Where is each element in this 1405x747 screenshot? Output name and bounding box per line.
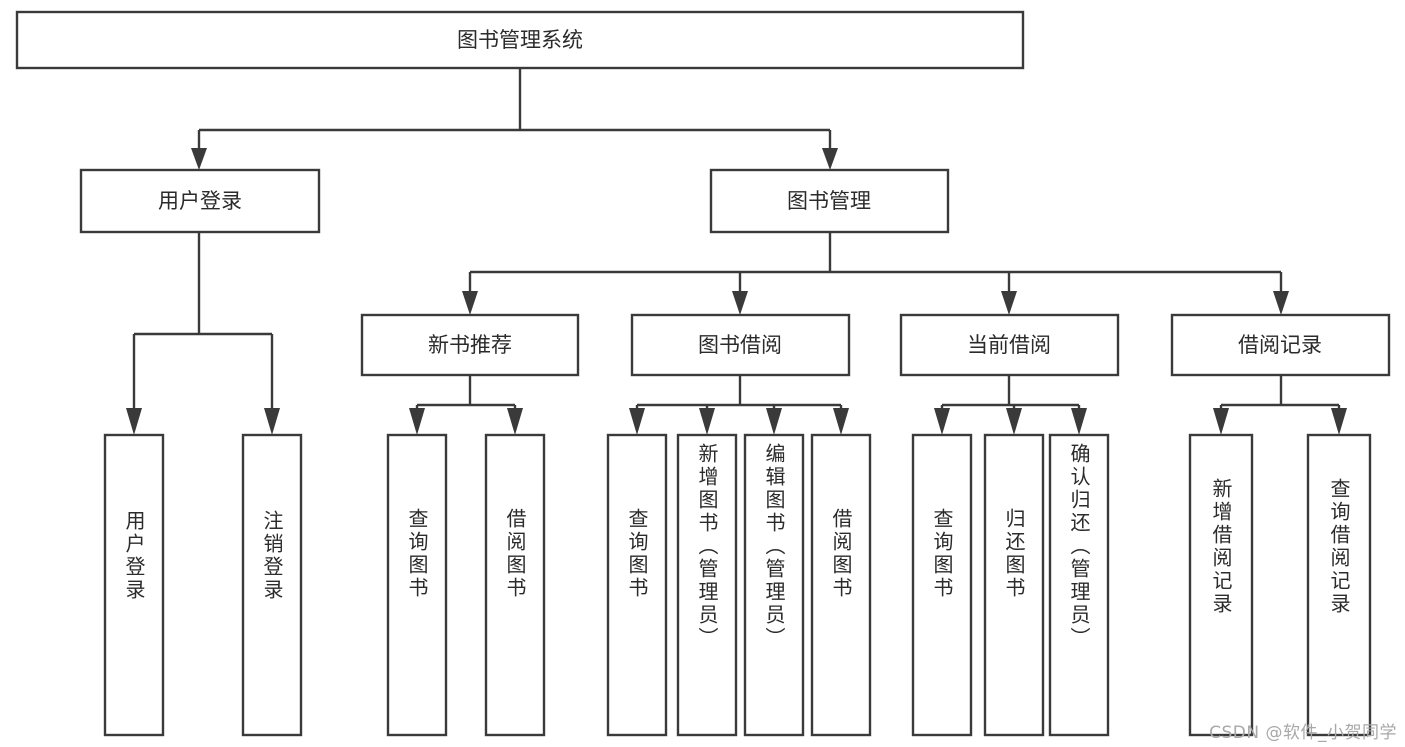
leaf-box-return-book[interactable] bbox=[983, 433, 1045, 737]
node-new-book-rec[interactable]: 新书推荐 bbox=[360, 313, 580, 377]
leaf-box-borrow-book-2[interactable] bbox=[810, 433, 872, 737]
node-current-borrow-label: 当前借阅 bbox=[967, 333, 1051, 357]
arrow-head-book-manage bbox=[822, 148, 838, 170]
leaf-box-add-record[interactable] bbox=[1188, 433, 1254, 737]
node-book-borrow-label: 图书借阅 bbox=[698, 333, 782, 357]
leaf-box-query-record[interactable] bbox=[1306, 433, 1372, 737]
arrow-head-leaf-return-book bbox=[1006, 408, 1022, 435]
node-book-manage-label: 图书管理 bbox=[787, 189, 871, 213]
arrow-head-leaf-borrow-book-1 bbox=[507, 408, 523, 435]
node-book-borrow[interactable]: 图书借阅 bbox=[630, 313, 851, 377]
leaf-box-logout[interactable] bbox=[241, 433, 303, 737]
leaf-box-query-book-3[interactable] bbox=[911, 433, 973, 737]
arrow-head-leaf-borrow-book-2 bbox=[833, 408, 849, 435]
arrow-head-leaf-add-record bbox=[1213, 408, 1229, 435]
leaf-box-add-book[interactable] bbox=[676, 433, 738, 737]
leaf-box-borrow-book-1[interactable] bbox=[484, 433, 546, 737]
connector-group-new-book-rec-to-leaves bbox=[409, 375, 523, 435]
connector-group-current-borrow-to-leaves bbox=[934, 375, 1087, 435]
node-current-borrow-box[interactable] bbox=[899, 313, 1120, 377]
arrow-head-leaf-query-book-3 bbox=[934, 408, 950, 435]
arrow-head-current-borrow bbox=[1001, 291, 1017, 315]
node-new-book-rec-box[interactable] bbox=[360, 313, 580, 377]
arrow-head-user-login bbox=[191, 148, 207, 170]
connector-group-user-login-to-leaves bbox=[126, 232, 280, 435]
arrow-head-leaf-confirm-return bbox=[1071, 408, 1087, 435]
node-borrow-record[interactable]: 借阅记录 bbox=[1170, 313, 1391, 377]
node-user-login-label: 用户登录 bbox=[158, 189, 242, 213]
leaf-box-edit-book[interactable] bbox=[743, 433, 805, 737]
leaf-box-user-login[interactable] bbox=[103, 433, 165, 737]
node-new-book-rec-label: 新书推荐 bbox=[428, 333, 512, 357]
connector-group-root-to-level2 bbox=[191, 68, 838, 170]
node-book-manage-box[interactable] bbox=[709, 168, 950, 234]
arrow-head-borrow-record bbox=[1273, 291, 1289, 315]
connector-group-borrow-record-to-leaves bbox=[1213, 375, 1347, 435]
arrow-head-leaf-logout bbox=[264, 408, 280, 435]
node-borrow-record-label: 借阅记录 bbox=[1238, 333, 1322, 357]
node-root[interactable]: 图书管理系统 bbox=[15, 10, 1025, 70]
arrow-head-leaf-query-record bbox=[1331, 408, 1347, 435]
arrow-head-book-borrow bbox=[732, 291, 748, 315]
node-user-login-box[interactable] bbox=[79, 168, 321, 234]
node-book-manage[interactable]: 图书管理 bbox=[709, 168, 950, 234]
node-borrow-record-box[interactable] bbox=[1170, 313, 1391, 377]
connector-group-book-manage-to-level3 bbox=[462, 232, 1289, 315]
arrow-head-leaf-edit-book bbox=[766, 408, 782, 435]
node-user-login[interactable]: 用户登录 bbox=[79, 168, 321, 234]
arrow-head-new-book-rec bbox=[462, 291, 478, 315]
leaf-box-query-book-2[interactable] bbox=[606, 433, 668, 737]
arrow-head-leaf-add-book bbox=[699, 408, 715, 435]
node-current-borrow[interactable]: 当前借阅 bbox=[899, 313, 1120, 377]
csdn-watermark: CSDN @软件_小贺同学 bbox=[1209, 723, 1397, 743]
connector-group-book-borrow-to-leaves bbox=[629, 375, 849, 435]
node-root-label: 图书管理系统 bbox=[457, 28, 583, 52]
leaf-box-query-book-1[interactable] bbox=[386, 433, 448, 737]
leaf-boxes-group bbox=[103, 433, 1372, 737]
node-root-box[interactable] bbox=[15, 10, 1025, 70]
node-book-borrow-box[interactable] bbox=[630, 313, 851, 377]
leaf-box-confirm-return[interactable] bbox=[1048, 433, 1110, 737]
arrow-head-leaf-query-book-2 bbox=[629, 408, 645, 435]
arrow-head-leaf-user-login bbox=[126, 408, 142, 435]
arrow-head-leaf-query-book-1 bbox=[409, 408, 425, 435]
